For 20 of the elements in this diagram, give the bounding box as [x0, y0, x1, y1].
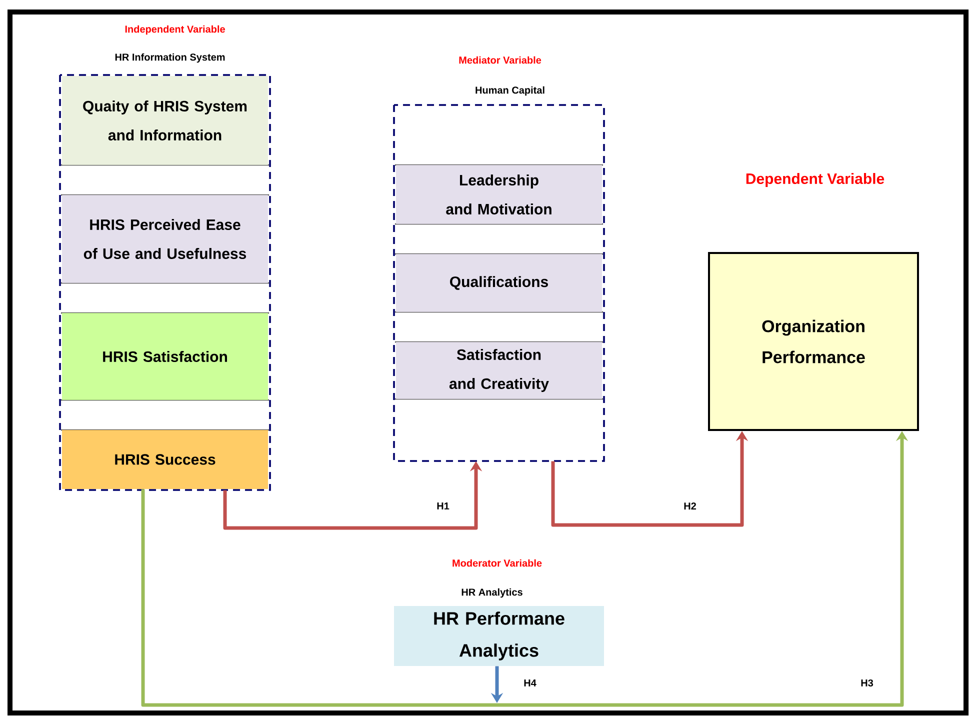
variable-heading: Moderator Variable — [452, 559, 542, 567]
factor-box: Qualifications — [396, 254, 602, 312]
factor-box: HRIS Satisfaction — [62, 313, 268, 400]
edge-label: H4 — [522, 678, 538, 688]
factor-box: HRIS Perceived Ease of Use and Usefulness — [62, 195, 268, 283]
group-title: HR Analytics — [462, 588, 522, 598]
variable-heading: Independent Variable — [125, 25, 225, 35]
edge-label: H3 — [860, 678, 874, 688]
edge-label: H1 — [436, 502, 450, 510]
variable-heading: Dependent Variable — [746, 173, 884, 187]
factor-box: Leadership and Motivation — [396, 165, 602, 224]
variable-heading: Mediator Variable — [459, 56, 542, 64]
outcome-box: Organization Performance — [708, 252, 919, 431]
factor-box: HRIS Success — [62, 430, 268, 489]
moderator-box: HR Performane Analytics — [394, 606, 604, 666]
factor-box: Satisfaction and Creativity — [396, 342, 602, 399]
group-title: HR Information System — [115, 53, 225, 63]
edge-label: H2 — [682, 502, 698, 510]
factor-box: Quaity of HRIS System and Information — [62, 76, 268, 165]
group-title: Human Capital — [476, 86, 544, 96]
